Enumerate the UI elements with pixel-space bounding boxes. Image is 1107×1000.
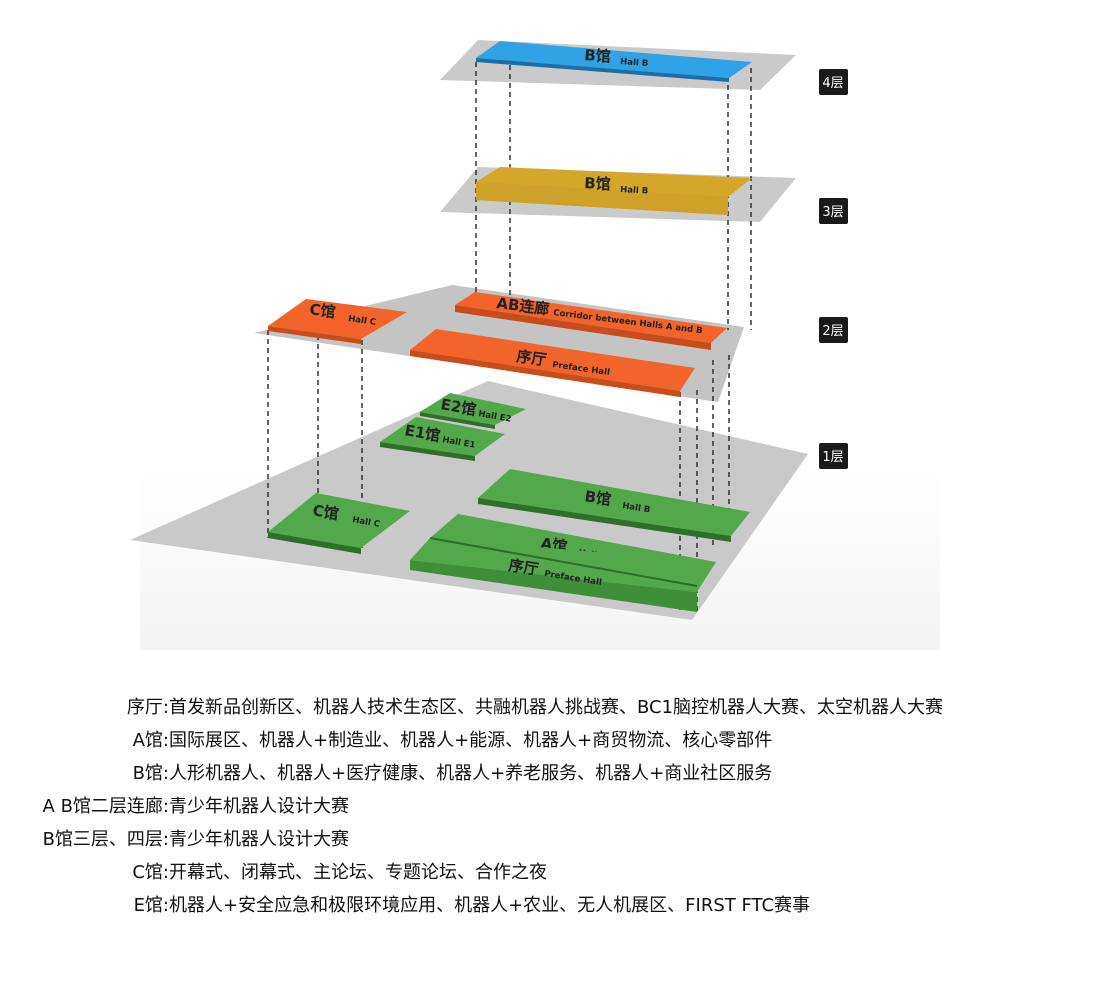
hall-c1-name: C馆	[311, 501, 340, 523]
legend-row-hall-e: E馆: 机器人+安全应急和极限环境应用、机器人+农业、无人机展区、FIRST F…	[0, 891, 1107, 921]
legend-row-hall-c: C馆: 开幕式、闭幕式、主论坛、专题论坛、合作之夜	[0, 858, 1107, 888]
hall-c-floor-1[interactable]: C馆 Hall C	[268, 493, 410, 554]
floor-label-2: 2层	[819, 317, 848, 343]
floor-label-4: 4层	[819, 69, 848, 95]
hall-preface-floor-2[interactable]: 序厅 Preface Hall	[410, 329, 695, 397]
svg-text:2层: 2层	[822, 324, 843, 339]
svg-text:1层: 1层	[822, 450, 843, 465]
hall-b4-name: B馆	[584, 46, 612, 66]
floor-plan-diagram: B馆 Hall B B馆 Hall B AB连廊 Corridor betwee…	[130, 40, 940, 650]
hall-b-floor-1[interactable]: B馆 Hall B	[478, 469, 750, 542]
legend-desc: 青少年机器人设计大赛	[169, 796, 349, 817]
legend-desc: 首发新品创新区、机器人技术生态区、共融机器人挑战赛、BC1脑控机器人大赛、太空机…	[169, 697, 944, 718]
hall-preface-floor-1[interactable]: 序厅 Preface Hall	[410, 537, 716, 612]
legend-key: 序厅:	[126, 697, 169, 718]
hall-b1-sub: Hall B	[622, 501, 651, 515]
svg-text:3层: 3层	[822, 205, 843, 220]
hall-e2-floor-1[interactable]: E2馆 Hall E2	[420, 393, 526, 429]
hall-e1-floor-1[interactable]: E1馆 Hall E1	[380, 417, 505, 461]
legend-row-hall-a: A馆: 国际展区、机器人+制造业、机器人+能源、机器人+商贸物流、核心零部件	[0, 726, 1107, 756]
legend-key: B馆:	[132, 763, 169, 784]
hall-b-floor-3[interactable]: B馆 Hall B	[476, 167, 752, 215]
hall-c2-name: C馆	[308, 300, 336, 321]
hall-e2-name: E2馆	[439, 395, 477, 419]
legend-key: B馆三层、四层:	[42, 829, 169, 850]
legend-desc: 国际展区、机器人+制造业、机器人+能源、机器人+商贸物流、核心零部件	[169, 730, 773, 751]
legend-desc: 机器人+安全应急和极限环境应用、机器人+农业、无人机展区、FIRST FTC赛事	[169, 895, 811, 916]
floor-label-3: 3层	[819, 198, 848, 224]
legend-key: E馆:	[133, 895, 169, 916]
legend-row-hall-b-upper: B馆三层、四层: 青少年机器人设计大赛	[0, 825, 1107, 855]
hall-preface1-name: 序厅	[507, 556, 539, 578]
hall-preface2-name: 序厅	[515, 347, 547, 369]
svg-text:4层: 4层	[822, 76, 843, 91]
legend-row-preface: 序厅: 首发新品创新区、机器人技术生态区、共融机器人挑战赛、BC1脑控机器人大赛…	[0, 693, 1107, 723]
legend-row-hall-b: B馆: 人形机器人、机器人+医疗健康、机器人+养老服务、机器人+商业社区服务	[0, 759, 1107, 789]
hall-c1-sub: Hall C	[351, 515, 380, 530]
hall-b-floor-4[interactable]: B馆 Hall B	[476, 41, 752, 82]
hall-b3-name: B馆	[584, 174, 611, 193]
legend-key: A馆:	[132, 730, 169, 751]
hall-c2-sub: Hall C	[348, 314, 377, 328]
hall-b4-sub: Hall B	[620, 57, 649, 69]
hall-e1-name: E1馆	[403, 421, 441, 445]
legend-key: A B馆二层连廊:	[42, 796, 169, 817]
hall-b3-sub: Hall B	[620, 185, 649, 196]
hall-c-floor-2[interactable]: C馆 Hall C	[268, 299, 407, 344]
legend-desc: 开幕式、闭幕式、主论坛、专题论坛、合作之夜	[169, 862, 547, 883]
legend-row-ab-corridor: A B馆二层连廊: 青少年机器人设计大赛	[0, 792, 1107, 822]
legend-desc: 人形机器人、机器人+医疗健康、机器人+养老服务、机器人+商业社区服务	[169, 763, 773, 784]
hall-b1-name: B馆	[583, 487, 612, 509]
floor-label-1: 1层	[819, 443, 848, 469]
legend-key: C馆:	[132, 862, 169, 883]
legend-desc: 青少年机器人设计大赛	[169, 829, 349, 850]
